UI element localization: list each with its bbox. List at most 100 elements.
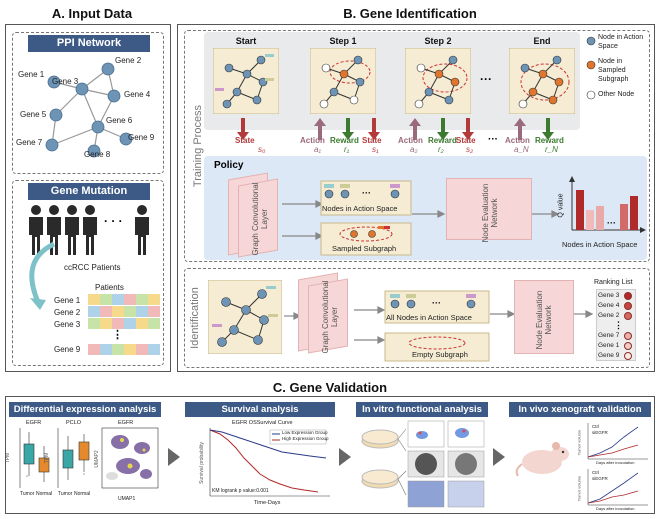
ccrcc-patients-caption: ccRCC Patients [64, 263, 121, 272]
legend-node-sampled-label: Node in Sampled Subgraph [598, 58, 629, 83]
step-label-end: End [533, 36, 551, 46]
ppi-gene-label: Gene 1 [18, 70, 45, 79]
ppi-node-gene5 [49, 108, 63, 122]
ppi-node-gene9 [119, 132, 133, 146]
qvalue-chart [569, 176, 646, 233]
section-c-title: C. Gene Validation [272, 380, 388, 395]
mutation-row-label: Gene 2 [54, 308, 81, 317]
ranking-circle [624, 292, 632, 300]
ident-all-nodes-label: All Nodes in Action Space [386, 313, 472, 322]
invivo-ctrl-label: Ctrl [592, 424, 599, 429]
diff-normal-label: Normal [36, 491, 53, 497]
diff-egfr-title: EGFR [26, 420, 42, 426]
arrow-state-label: State [456, 136, 476, 145]
invivo-vol-label: Tumor volume [576, 429, 582, 456]
ppi-network-graph [45, 62, 133, 158]
val-arrow-3 [493, 448, 505, 466]
identification-flow-arrows [284, 306, 594, 344]
step-graph-end [509, 48, 575, 114]
legend-other-node-label: Other Node [598, 91, 635, 98]
invivo-growth-charts [587, 423, 648, 506]
ppi-network-box [12, 32, 164, 174]
legend-node-sampled-icon [586, 60, 596, 70]
arrow-action-label: Action [300, 136, 325, 145]
ident-nen-box [514, 280, 574, 354]
diff-umap2-label: UMAP2 [94, 450, 100, 468]
policy-sampled-subgraph [320, 222, 412, 256]
invivo-vol-label: Tumor volume [576, 475, 582, 502]
arrow-state-label: State [235, 136, 255, 145]
diff-tpm-label: TPM [44, 452, 50, 464]
val-header-invivo: In vivo xenograft validation [509, 402, 651, 417]
ranking-item: Gene 2 [598, 312, 620, 319]
ident-nen-label: Node Evaluation Network [535, 290, 553, 350]
survival-legend-low: Low Expression Group [282, 430, 328, 435]
section-b-title: B. Gene Identification [343, 6, 477, 21]
mouse-icon [515, 442, 569, 477]
arrow-state-label: State [362, 136, 382, 145]
survival-title: EGFR OSSurvival Curve [232, 420, 293, 426]
arrow-reward-label: Reward [330, 136, 359, 145]
patient-silhouettes [29, 205, 149, 255]
qvalue-axis-label: Q value [557, 193, 565, 218]
mutation-row-label: Gene 1 [54, 296, 81, 305]
mutation-vdots: ⋮ [112, 329, 123, 341]
invivo-si-label: siEGFR [592, 476, 608, 481]
diff-pclo-title: PCLO [66, 420, 81, 426]
step-label-1: Step 1 [329, 36, 357, 46]
diff-umap1-label: UMAP1 [118, 496, 136, 502]
mutation-row-label: Gene 9 [54, 345, 81, 354]
ranking-circle [624, 302, 632, 310]
ranking-circle [624, 332, 632, 340]
arrow-action-label: Action [398, 136, 423, 145]
ppi-node-gene7 [45, 138, 59, 152]
invivo-days-label: Days after inoculation [596, 506, 635, 511]
diff-boxplots [19, 428, 90, 488]
diff-normal-label: Normal [74, 491, 91, 497]
legend-other-node-icon [586, 90, 596, 100]
ppi-network-header: PPI Network [28, 35, 150, 52]
step-graph-start [213, 48, 279, 114]
survival-ylabel: Survival probability [199, 442, 205, 484]
policy-sampled-label: Sampled Subgraph [332, 244, 397, 253]
steps-ellipsis: ··· [480, 72, 492, 86]
ranking-circle [624, 342, 632, 350]
invivo-ctrl-label: Ctrl [592, 470, 599, 475]
arrow-action-label: Action [505, 136, 530, 145]
val-arrow-2 [339, 448, 351, 466]
ppi-node-gene1 [47, 75, 61, 89]
ranking-circle [624, 312, 632, 320]
diff-tumor-label: Tumor [20, 491, 35, 497]
survival-xlabel: Time-Days [254, 500, 281, 506]
arrow-a1: a₁ [314, 145, 321, 154]
arrow-r1: r₁ [344, 145, 350, 154]
policy-nodes-action [320, 180, 412, 216]
invivo-si-label: siEGFR [592, 430, 608, 435]
identification-box [184, 268, 650, 368]
policy-gcl-label: Graph Convolutional Layer [251, 182, 269, 256]
qvalue-dots: ··· [607, 218, 616, 228]
diff-tpm-label: TPM [5, 452, 11, 464]
arrow-s2: s₂ [466, 145, 474, 154]
step-graph-1 [310, 48, 376, 114]
qvalue-x-label: Nodes in Action Space [562, 240, 638, 249]
invivo-days-label: Days after inoculation [596, 460, 635, 465]
ranking-item: Gene 1 [598, 342, 620, 349]
ident-empty-subgraph-label: Empty Subgraph [412, 350, 468, 359]
patients-label: Patients [95, 283, 124, 292]
arrow-s1: s₁ [372, 145, 379, 154]
ident-all-nodes-box [384, 290, 490, 324]
ranking-item: Gene 4 [598, 302, 620, 309]
arrow-reward-label: Reward [535, 136, 564, 145]
policy-flow-arrows [282, 200, 560, 240]
step-graph-2 [405, 48, 471, 114]
val-arrow-1 [168, 448, 180, 466]
policy-nen-box [446, 178, 532, 240]
ppi-gene-label: Gene 3 [52, 77, 79, 86]
ppi-node-gene8 [87, 144, 101, 158]
ppi-node-gene4 [107, 89, 121, 103]
identification-label: Identification [189, 287, 201, 349]
step-label-2: Step 2 [424, 36, 452, 46]
mutation-row-label: Gene 3 [54, 320, 81, 329]
ppi-gene-label: Gene 6 [106, 116, 133, 125]
